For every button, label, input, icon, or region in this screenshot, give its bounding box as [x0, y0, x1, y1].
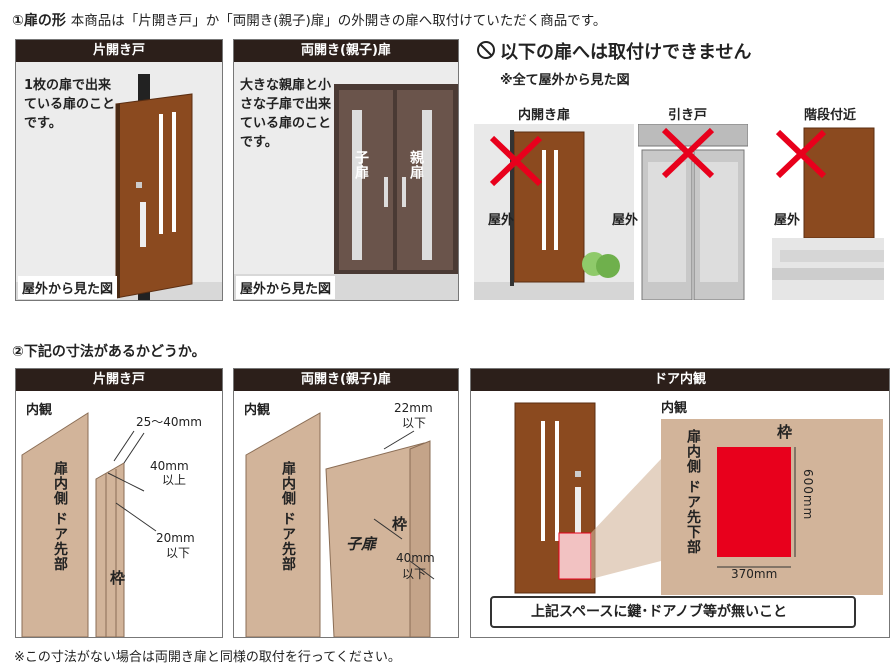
section1-heading-title: ①扉の形 [12, 13, 66, 29]
interior-label: 内観 [661, 401, 688, 416]
area-label: 扉内側 ドア先下部 [685, 429, 701, 555]
sliding-door-label: 引き戸 [668, 108, 708, 123]
dim-20: 20mm [156, 531, 195, 545]
single-door-desc: 1枚の扉で出来ている扉のことです。 [24, 78, 116, 131]
double-door-desc: 大きな親扉と小さな子扉で出来ている扉のことです。 [240, 78, 332, 150]
footnote: ※この寸法がない場合は両開き扉と同様の取付を行ってください。 [14, 650, 401, 665]
frame-label: 枠 [777, 423, 793, 441]
door-interior-diagram [490, 402, 883, 628]
child-door-label: 子扉 [353, 150, 369, 180]
section1-description: 本商品は「片開き戸」か「両開き(親子)扉」の外開きの扉へ取付けていただく商品です… [70, 13, 607, 29]
dim-25-40: 25～40mm [136, 415, 202, 429]
dim-40-note: 以上 [162, 473, 187, 487]
single-door-caption: 屋外から見た図 [18, 276, 118, 299]
panel-single-dimensions: 片開き戸 内観 扉内側 ドア先部 枠 25～40mm 40mm 以上 20mm … [15, 368, 223, 638]
double-door-caption: 屋外から見た図 [236, 276, 336, 299]
section2-heading: ②下記の寸法があるかどうか。 [12, 344, 206, 360]
stairs-label: 階段付近 [804, 108, 857, 123]
cannot-install-note: ※全て屋外から見た図 [500, 73, 630, 88]
stairs-illustration [772, 124, 884, 300]
door-inner-label: 扉内側 ドア先部 [280, 461, 296, 572]
dim-22: 22mm [394, 401, 433, 415]
cannot-install-title: 以下の扉へは取付けできません [500, 42, 752, 63]
panel-single-door: 片開き戸 1枚の扉で出来ている扉のことです。 屋外から見た図 [15, 39, 223, 301]
inward-door-illustration [474, 124, 634, 300]
double-door-illustration [234, 62, 458, 300]
inward-door-outside: 屋外 [488, 213, 515, 228]
door-inner-label: 扉内側 ドア先部 [52, 461, 68, 572]
panel-title: 両開き(親子)扉 [234, 369, 458, 391]
single-door-dimension-diagram [21, 412, 157, 637]
prohibit-icon [477, 41, 495, 59]
notice-text: 上記スペースに鍵･ドアノブ等が無いこと [531, 604, 788, 620]
panel-title: ドア内観 [471, 369, 889, 391]
inward-door-label: 内開き扉 [518, 108, 571, 123]
panel-title: 片開き戸 [16, 40, 222, 62]
panel-double-door: 両開き(親子)扉 大きな親扉と小さな子扉で出来ている扉のことです。 子扉 親扉 … [233, 39, 459, 301]
panel-title: 両開き(親子)扉 [234, 40, 458, 62]
double-door-dimension-diagram [245, 412, 435, 637]
interior-label: 内観 [244, 403, 271, 418]
dim-22-note: 以下 [402, 416, 427, 430]
height-dim: 600mm [801, 469, 815, 521]
parent-door-label: 親扉 [408, 150, 424, 180]
stairs-outside: 屋外 [774, 213, 801, 228]
child-door-label: 子扉 [346, 535, 377, 553]
dim-40: 40mm [150, 459, 189, 473]
width-dim: 370mm [731, 567, 778, 581]
cannot-install-area: 以下の扉へは取付けできません ※全て屋外から見た図 内開き扉 屋外 引き戸 屋外… [474, 38, 890, 300]
frame-label: 枠 [110, 569, 126, 587]
sliding-door-outside: 屋外 [612, 213, 639, 228]
panel-double-dimensions: 両開き(親子)扉 内観 扉内側 ドア先部 子扉 枠 22mm 以下 40mm 以… [233, 368, 459, 638]
panel-title: 片開き戸 [16, 369, 222, 391]
single-door-illustration [16, 62, 222, 300]
sliding-door-illustration [638, 124, 748, 300]
dim-40: 40mm [396, 551, 435, 565]
panel-door-interior: ドア内観 内観 枠 扉内側 ドア先下部 600mm 370mm 上記スペースに鍵… [470, 368, 890, 638]
section1-heading: ①扉の形 本商品は「片開き戸」か「両開き(親子)扉」の外開きの扉へ取付けていただ… [12, 9, 606, 30]
dim-20-note: 以下 [166, 546, 191, 560]
interior-label: 内観 [26, 403, 53, 418]
frame-label: 枠 [392, 515, 408, 533]
dim-40-note: 以下 [402, 567, 427, 581]
